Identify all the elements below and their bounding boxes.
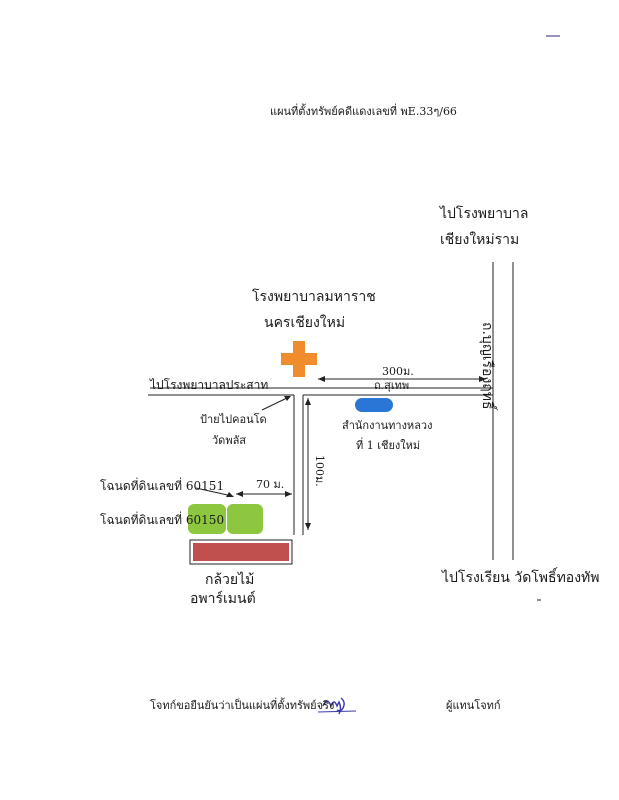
parcel-60151-pointer-head: [226, 492, 234, 497]
sign-pointer-head: [284, 396, 291, 401]
maharaj-hospital-label: โรงพยาบาลมหาราช: [252, 289, 376, 305]
maharaj-hospital-label-2: นครเชียงใหม่: [264, 315, 346, 331]
certification-text: โจทก์ขอยืนยันว่าเป็นแผ่นที่ตั้งทรัพย์จริ…: [150, 699, 335, 712]
map-title: แผนที่ตั้งทรัพย์คดีแดงเลขที่ พE.33ๆ/66: [270, 105, 457, 118]
to-school-label: ไปโรงเรียน วัดโพธิ์ทองทัพ: [442, 570, 600, 586]
distance-100-label: 100ม.: [313, 455, 326, 487]
sign-pointer: [261, 396, 290, 411]
maharaj-hospital-cross-icon: [281, 341, 317, 377]
plaintiff-agent-label: ผู้แทนโจทก์: [446, 699, 501, 712]
distance-70-label: 70 ม.: [256, 478, 285, 491]
signature-scribble: [322, 697, 345, 715]
apartment-label: กล้วยไม้: [205, 572, 255, 588]
to-prasat-hospital-label: ไปโรงพยาบาลประสาท: [150, 378, 269, 392]
signature-underline: [317, 710, 357, 713]
parcel-60151-shape: [227, 504, 263, 534]
dimension-100-arrow-bottom: [305, 523, 311, 530]
dimension-300-arrow-left: [318, 376, 325, 382]
road-right-label: ถ.บุญเรืองฤทธิ์: [479, 322, 495, 410]
dimension-70-arrow-right: [285, 491, 292, 497]
to-hospital-north-label: ไปโรงพยาบาล: [440, 206, 529, 222]
apartment-shape: [193, 543, 289, 561]
apartment-label-2: อพาร์เมนต์: [190, 591, 256, 607]
distance-300-label: 300ม.: [382, 365, 414, 378]
highway-office-label-2: ที่ 1 เชียงใหม่: [356, 439, 421, 452]
dimension-300-arrow-right: [479, 376, 486, 382]
parcel-60150-shape: [188, 504, 226, 534]
parcel-60151-pointer: [195, 487, 233, 497]
to-hospital-north-label-2: เชียงใหม่ราม: [440, 232, 520, 248]
condo-sign-label: ป้ายไปคอนโด: [200, 413, 267, 426]
dimension-70-arrow-left: [236, 491, 243, 497]
parcel-60150-label: โฉนดที่ดินเลขที่ 60150: [100, 513, 225, 527]
highway-office-marker: [355, 398, 393, 412]
parcel-60151-label: โฉนดที่ดินเลขที่ 60151: [100, 479, 225, 493]
condo-sign-label-2: วัดพลัส: [212, 434, 247, 447]
dimension-100-arrow-top: [305, 398, 311, 405]
highway-office-label: สำนักงานทางหลวง: [342, 419, 433, 432]
road-suthep-label: ถ.สุเทพ: [374, 379, 410, 392]
